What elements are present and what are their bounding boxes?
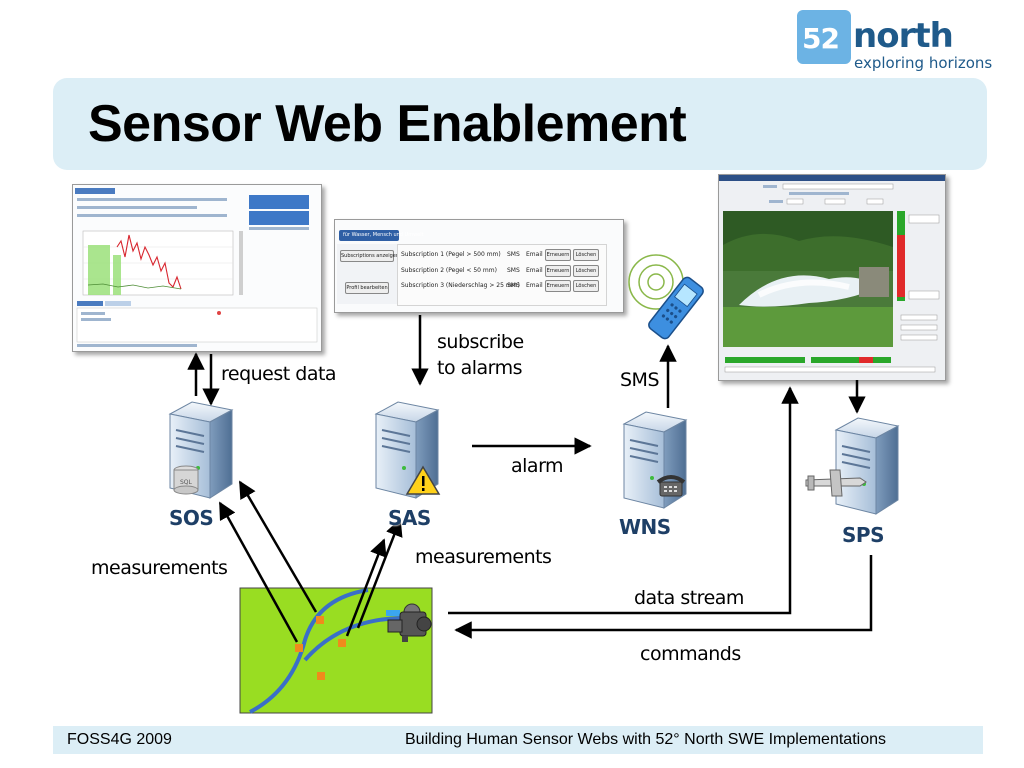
logo-square: [797, 10, 851, 64]
erneuern-button[interactable]: Erneuern: [545, 265, 571, 277]
loeschen-button[interactable]: Löschen: [573, 249, 599, 261]
52north-logo: 52 north exploring horizons: [797, 6, 992, 76]
video-camera-icon: [386, 603, 432, 642]
arrow-field-to-sas-1: [345, 538, 387, 637]
sps-server: [835, 417, 899, 515]
sms-option[interactable]: SMS: [507, 267, 520, 274]
sms-label: SMS: [620, 369, 660, 391]
subscription-row-3: Subscription 3 (Niederschlag > 25 mm): [401, 282, 520, 289]
database-icon: SQL: [173, 465, 199, 495]
email-option[interactable]: Email: [526, 267, 543, 274]
subscriptions-anzeigen-button[interactable]: Subscriptions anzeigen: [340, 250, 399, 262]
arrow-data-stream: [448, 386, 799, 615]
sms-option[interactable]: SMS: [507, 282, 520, 289]
loeschen-button[interactable]: Löschen: [573, 280, 599, 292]
sas-header-text: für Wasser, Mensch und Umwelt: [343, 232, 424, 238]
alarm-label: alarm: [511, 455, 564, 477]
footer-talk-title: Building Human Sensor Webs with 52° Nort…: [405, 731, 886, 748]
drone-icon: [805, 469, 867, 497]
subscription-row-2: Subscription 2 (Pegel < 50 mm): [401, 267, 497, 274]
erneuern-button[interactable]: Erneuern: [545, 249, 571, 261]
erneuern-button[interactable]: Erneuern: [545, 280, 571, 292]
to-alarms-label: to alarms: [437, 357, 523, 379]
logo-name: north: [853, 16, 954, 56]
footer-bar: [53, 726, 983, 754]
subscription-row-1: Subscription 1 (Pegel > 500 mm): [401, 251, 501, 258]
arrow-commands: [454, 555, 873, 639]
sas-subscription-panel: [397, 244, 607, 306]
svg-text:SQL: SQL: [180, 479, 193, 486]
sensor-field: [239, 587, 433, 714]
sos-client-screenshot: [72, 184, 322, 352]
commands-label: commands: [640, 643, 741, 665]
sps-label: SPS: [842, 523, 884, 547]
sos-label: SOS: [169, 506, 214, 530]
mobile-phone-icon: [628, 254, 704, 340]
slide-title: Sensor Web Enablement: [88, 95, 687, 153]
arrow-field-to-sos-2: [238, 480, 318, 613]
warning-triangle-icon: [405, 465, 441, 495]
telephone-icon: [656, 475, 686, 497]
sos-client-thumbnail: [73, 185, 321, 351]
measurements-right-label: measurements: [415, 546, 552, 568]
arrow-field-to-sas-2: [356, 518, 403, 629]
sms-option[interactable]: SMS: [507, 251, 520, 258]
measurements-left-label: measurements: [91, 557, 228, 579]
logo-tagline: exploring horizons: [854, 54, 993, 72]
request-data-label: request data: [221, 363, 337, 385]
sps-client-thumbnail: [719, 175, 945, 380]
sas-client-screenshot: für Wasser, Mensch und Umwelt Subscripti…: [334, 219, 624, 313]
logo-number: 52: [802, 22, 840, 55]
data-stream-label: data stream: [634, 587, 744, 609]
sas-header-bar: für Wasser, Mensch und Umwelt: [339, 230, 424, 241]
email-option[interactable]: Email: [526, 282, 543, 289]
wns-label: WNS: [619, 515, 671, 539]
loeschen-button[interactable]: Löschen: [573, 265, 599, 277]
sps-client-screenshot: [718, 174, 946, 381]
footer-conference: FOSS4G 2009: [67, 731, 172, 748]
email-option[interactable]: Email: [526, 251, 543, 258]
title-banner: [53, 78, 987, 170]
sas-label: SAS: [388, 506, 431, 530]
arrow-field-to-sos-1: [218, 501, 299, 643]
profil-bearbeiten-button[interactable]: Profil bearbeiten: [345, 282, 389, 294]
subscribe-label: subscribe: [437, 331, 524, 353]
